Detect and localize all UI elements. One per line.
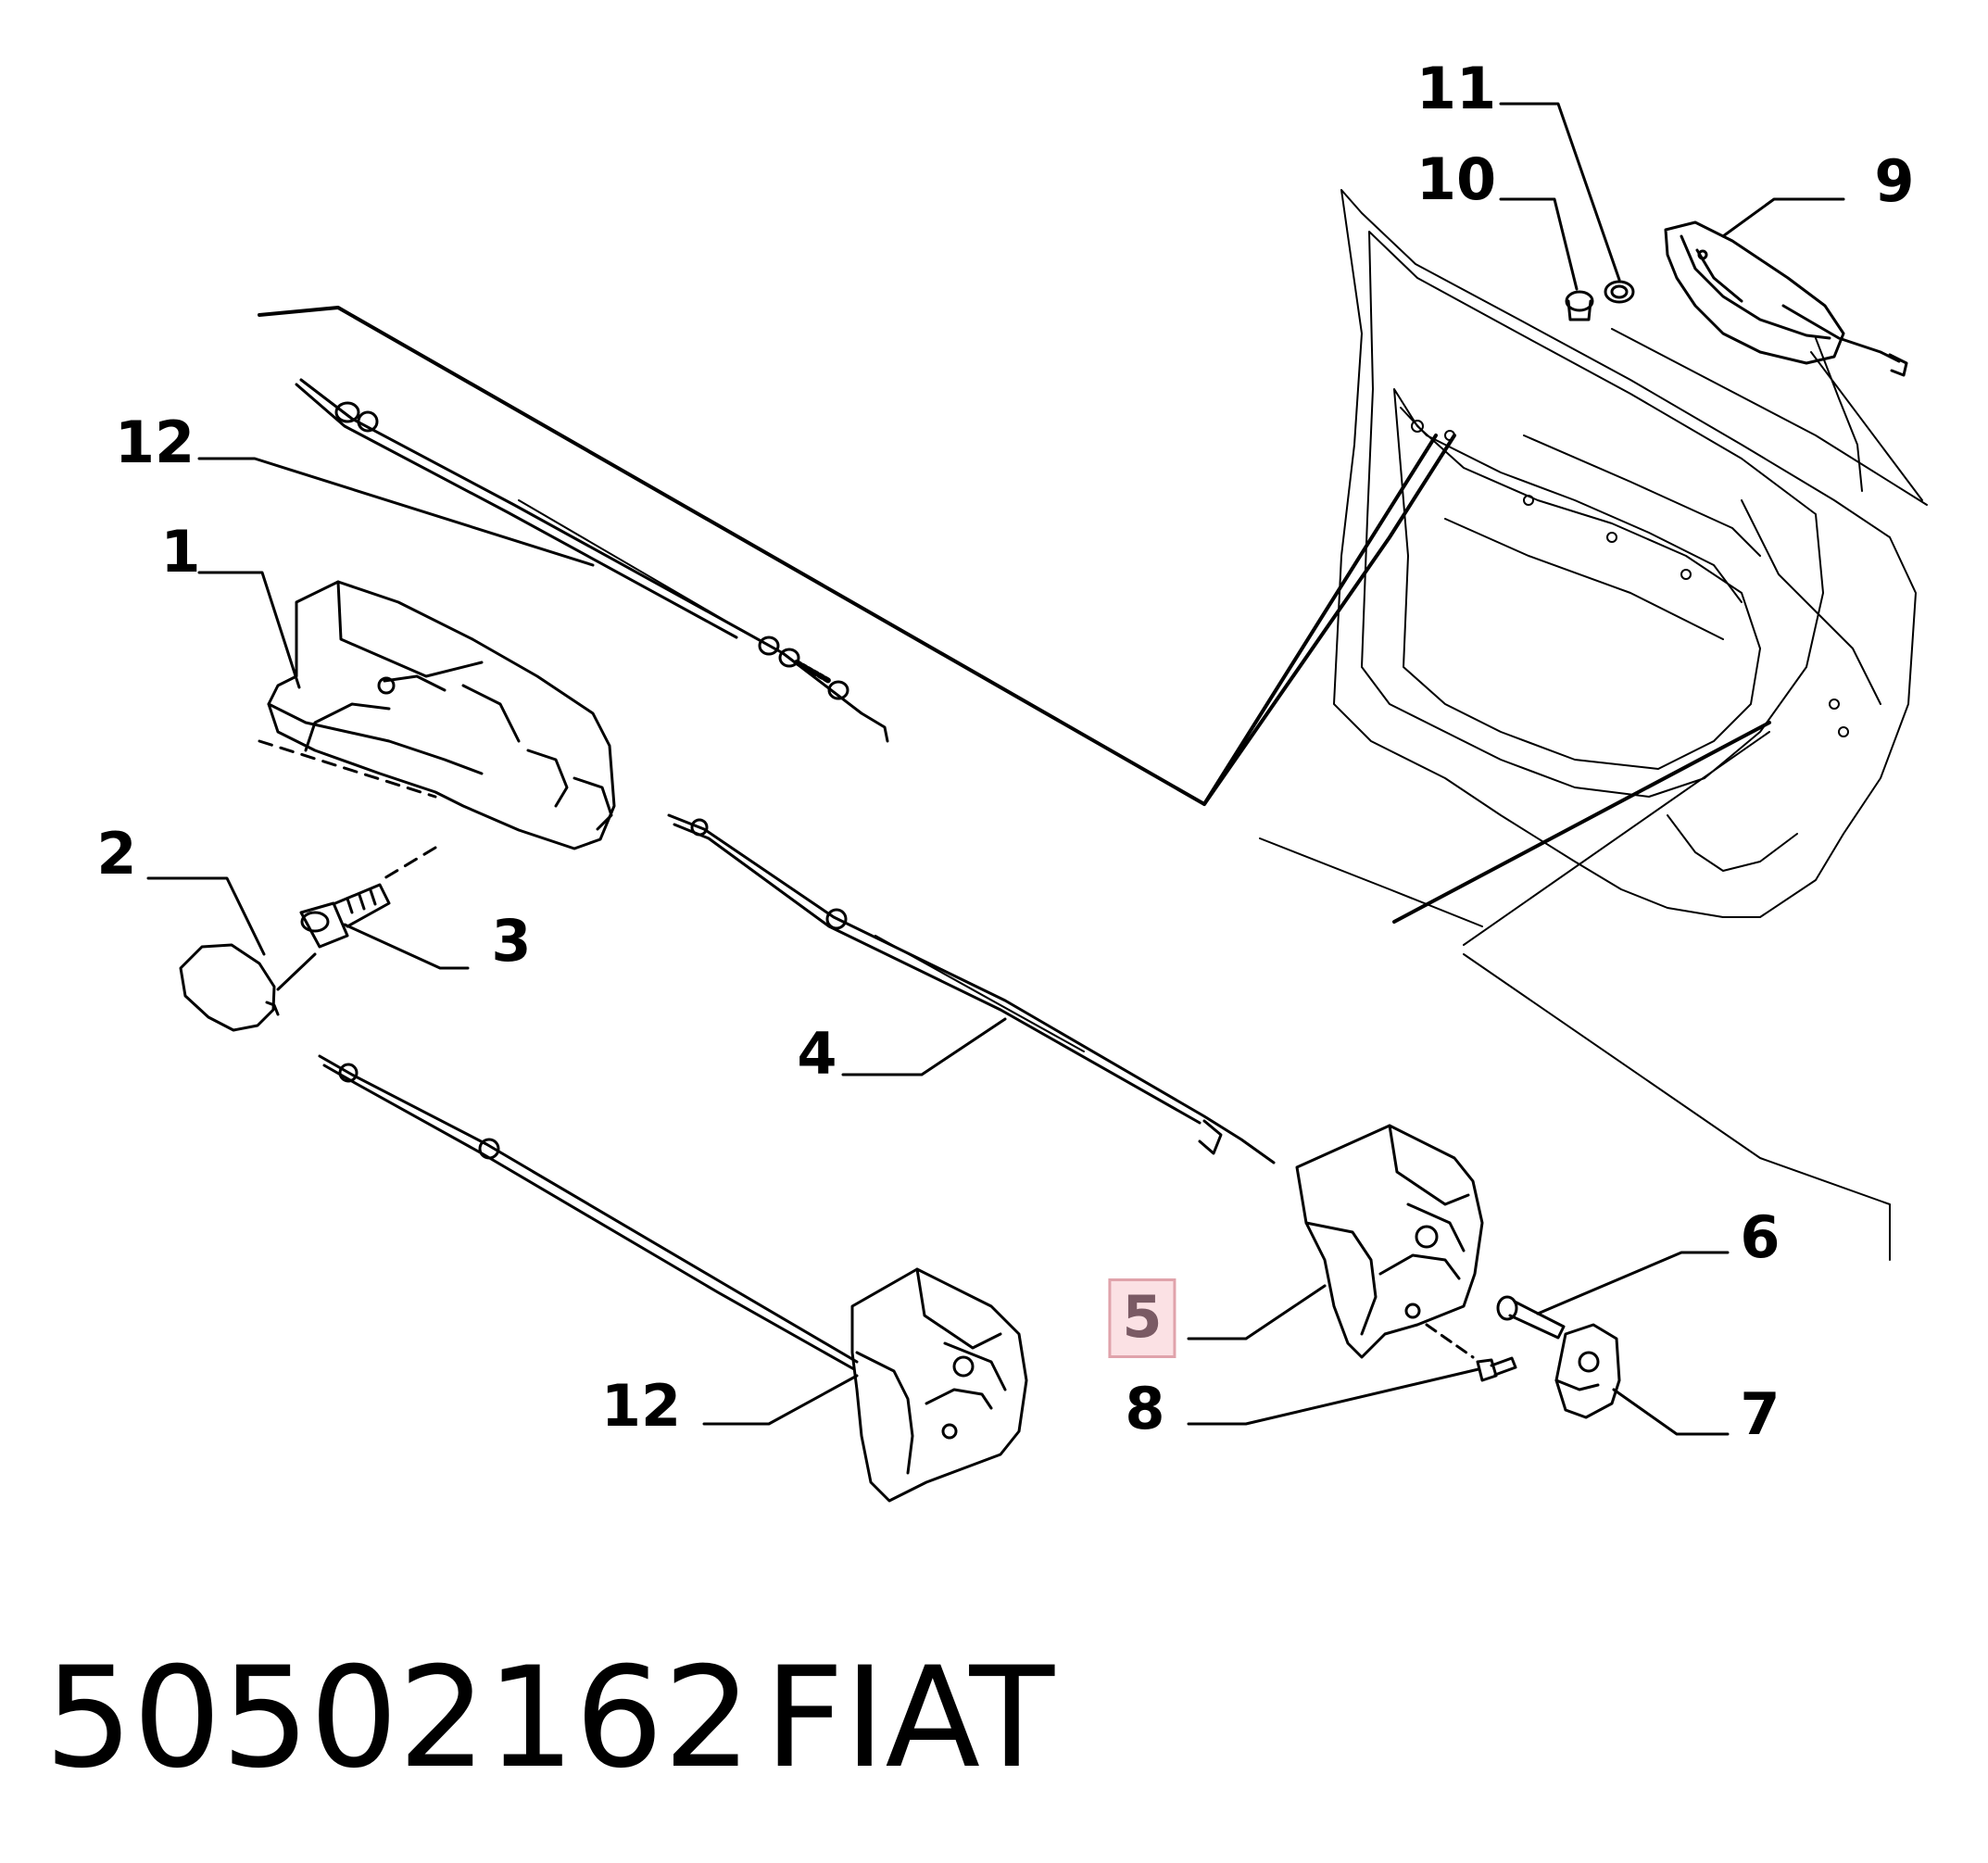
cable-bottom: [318, 1054, 859, 1371]
leader-8: [1187, 1367, 1480, 1426]
part-10-bushing: [1565, 290, 1594, 321]
leader-9: [1721, 197, 1845, 238]
leader-5: [1187, 1284, 1327, 1341]
leader-2: [146, 876, 266, 956]
part-5-lock: [1295, 1124, 1484, 1359]
lock-left: [850, 1267, 1028, 1503]
callout-3: 3: [491, 907, 532, 975]
leader-lines: [146, 102, 1845, 1436]
part-11-washer: [1604, 280, 1635, 304]
part-8-screw: [1476, 1356, 1517, 1382]
callout-2: 2: [96, 820, 137, 887]
part-number: 50502162: [44, 1638, 752, 1799]
callout-10: 10: [1416, 145, 1497, 213]
callout-9: 9: [1874, 147, 1915, 215]
cable-top: [295, 378, 889, 743]
callout-6: 6: [1740, 1203, 1780, 1271]
part-7-striker: [1554, 1323, 1621, 1419]
brand-name: FIAT: [764, 1638, 1055, 1799]
door-leader-1: [1202, 434, 1456, 806]
leader-12b: [702, 1374, 859, 1426]
leader-4: [841, 1017, 1007, 1076]
callout-12-bottom: 12: [600, 1372, 682, 1440]
part-9-outer-handle: [1664, 220, 1908, 377]
callout-5-highlighted[interactable]: 5: [1108, 1278, 1176, 1358]
callout-4: 4: [797, 1020, 837, 1088]
callout-8: 8: [1125, 1375, 1165, 1442]
part-2-cap: [179, 943, 280, 1032]
callout-7: 7: [1740, 1380, 1780, 1448]
part-1-inner-handle: [258, 580, 616, 850]
part-3-screw: [276, 846, 437, 991]
callout-12-top: 12: [114, 409, 195, 476]
leader-6: [1536, 1251, 1730, 1315]
leader-12a: [197, 457, 595, 567]
frame-line: [258, 306, 1438, 806]
leader-7: [1612, 1388, 1730, 1436]
door-panel: [1259, 189, 1928, 1261]
callout-1: 1: [160, 518, 201, 585]
leader-10: [1499, 197, 1579, 291]
part-4-cable: [667, 813, 1276, 1164]
door-leader-2: [1392, 721, 1771, 924]
part-6-bolt: [1496, 1295, 1566, 1340]
leader-11: [1499, 102, 1621, 282]
leader-3: [343, 923, 470, 970]
leader-1: [197, 571, 301, 689]
callout-11: 11: [1416, 55, 1497, 122]
